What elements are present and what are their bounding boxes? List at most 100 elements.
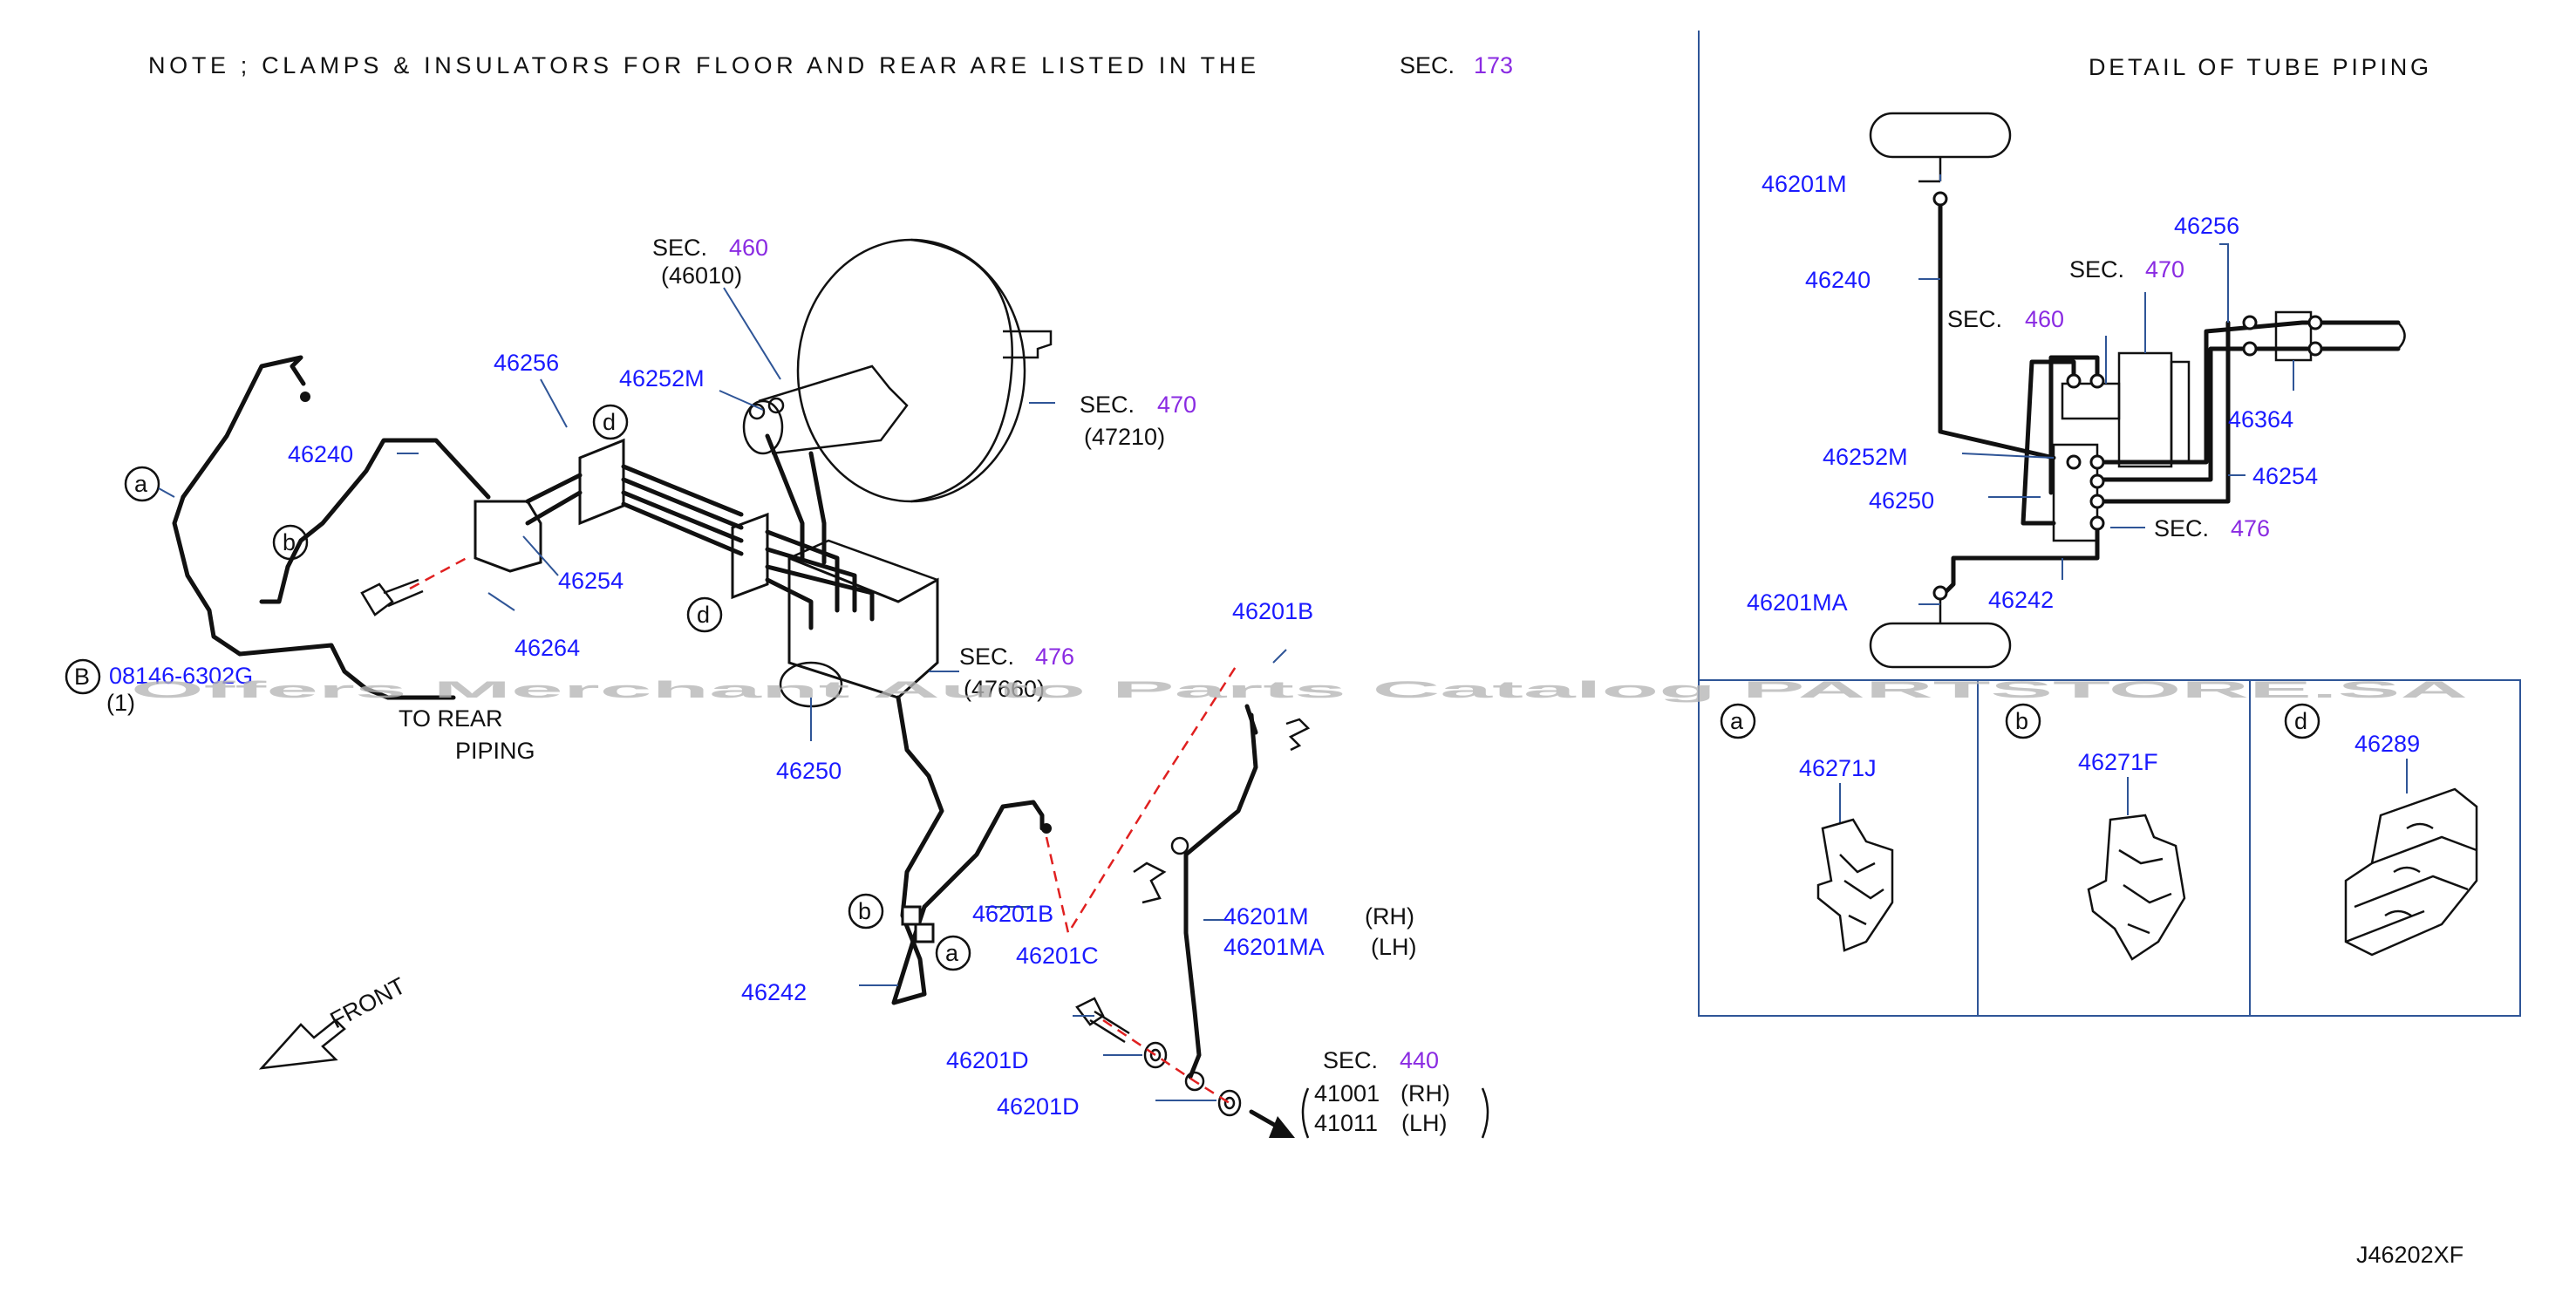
washer-46201D-lower [1217,1089,1242,1117]
svg-text:d: d [2294,708,2307,734]
bracket-right [1481,1087,1489,1139]
detail-label-46364[interactable]: 46364 [2228,406,2293,432]
detail-label-46201MA[interactable]: 46201MA [1747,589,1848,616]
drawing-code: J46202XF [2356,1242,2464,1268]
bolt-46201C [1075,997,1130,1044]
detail-sec-460-prefix: SEC. [1947,306,2002,332]
sec-460-number-main[interactable]: 460 [729,235,768,261]
svg-text:b: b [283,529,296,555]
detail-title: DETAIL OF TUBE PIPING [2089,54,2429,80]
clamp-46289-icon [2344,787,2478,957]
callout-b-2: b [848,893,884,930]
detail-sec-476-number[interactable]: 476 [2231,515,2270,541]
inset-b-part[interactable]: 46271F [2078,749,2158,775]
note-sec-prefix: SEC. [1400,52,1455,78]
label-46264-main[interactable]: 46264 [515,635,580,661]
bolt-08146 [360,578,424,616]
label-to-rear-1: TO REAR [399,705,503,732]
svg-text:a: a [945,940,959,966]
detail-label-46252M[interactable]: 46252M [1823,444,1908,470]
label-46256-main[interactable]: 46256 [494,350,559,376]
detail-label-46256[interactable]: 46256 [2174,213,2239,239]
detail-label-46254[interactable]: 46254 [2252,463,2318,489]
sec-440-number[interactable]: 440 [1400,1047,1439,1073]
detail-sec-476-prefix: SEC. [2154,515,2209,541]
sec-476-prefix-main: SEC. [959,644,1014,670]
sec-460-prefix-main: SEC. [652,235,707,261]
detail-sec-460-number[interactable]: 460 [2025,306,2064,332]
label-46201M-main[interactable]: 46201M [1223,903,1309,930]
svg-text:a: a [1730,708,1744,734]
label-lh-2: (LH) [1401,1110,1448,1136]
label-front: FRONT [326,972,410,1033]
sec-470-sub-main: (47210) [1084,424,1165,450]
label-46250-main[interactable]: 46250 [776,758,842,784]
brake-hose [1183,712,1258,1079]
svg-text:b: b [2015,708,2028,734]
detail-label-46250[interactable]: 46250 [1869,487,1934,514]
label-bolt-qty: (1) [106,690,135,716]
bracket-left [1301,1087,1310,1139]
sec-476-number-main[interactable]: 476 [1035,644,1074,670]
label-41001[interactable]: 41001 [1314,1080,1380,1107]
label-46254-main[interactable]: 46254 [558,568,624,594]
master-cylinder [758,364,909,455]
label-to-rear-2: PIPING [455,738,535,764]
sec-470-number-main[interactable]: 470 [1157,392,1196,418]
callout-B-bolt: B [65,658,101,695]
sec-470-prefix-main: SEC. [1080,392,1135,418]
label-46240-main[interactable]: 46240 [288,441,353,467]
front-arrow-icon [258,1018,346,1070]
detail-schematic [1869,112,2406,669]
callout-a-2: a [935,935,971,971]
label-46201B-top[interactable]: 46201B [1232,598,1313,624]
label-rh-1: (RH) [1365,903,1414,930]
detail-label-46240[interactable]: 46240 [1805,267,1871,293]
inset-b: b 46271F [2005,703,2186,961]
watermark-text: Offers Merchant Auto Parts Catalog PARTS… [131,677,2468,703]
svg-text:d: d [697,602,710,628]
label-46201D-lower[interactable]: 46201D [997,1093,1080,1120]
note-text: NOTE ; CLAMPS & INSULATORS FOR FLOOR AND… [148,52,1256,78]
svg-text:B: B [74,664,90,690]
main-illustration [172,238,1311,1138]
label-bolt-code[interactable]: 08146-6302G [109,663,253,689]
label-46201MA-main[interactable]: 46201MA [1223,934,1325,960]
callout-a-1: a [124,466,175,502]
inset-d: d 46289 [2284,703,2478,957]
washer-46201D-upper [1143,1041,1168,1069]
label-41011[interactable]: 41011 [1314,1110,1378,1136]
clip-46271J-icon [1816,818,1894,952]
sec-460-sub-main: (46010) [661,262,742,289]
inset-d-part[interactable]: 46289 [2355,731,2420,757]
svg-text:a: a [134,471,148,497]
label-46201C[interactable]: 46201C [1016,943,1099,969]
detail-sec-470-prefix: SEC. [2069,256,2124,283]
callout-d-1: d [592,404,629,440]
inset-a-part[interactable]: 46271J [1799,755,1877,781]
callout-b-1: b [272,524,309,561]
label-46201B-bottom[interactable]: 46201B [972,901,1053,927]
detail-label-46242[interactable]: 46242 [1988,587,2054,613]
svg-text:b: b [858,898,871,924]
clip-46271F-icon [2087,814,2186,961]
label-lh-1: (LH) [1371,934,1417,960]
label-46242-main[interactable]: 46242 [741,979,807,1005]
detail-sec-470-number[interactable]: 470 [2145,256,2184,283]
detail-label-46201M[interactable]: 46201M [1762,171,1847,197]
detail-leader-lines [1918,174,2294,605]
svg-text:d: d [603,409,616,435]
abs-actuator [787,555,939,699]
inset-a: a 46271J [1720,703,1894,952]
sec-440-prefix: SEC. [1323,1047,1378,1073]
callout-d-2: d [686,596,723,633]
clamp-d-upper [578,438,625,526]
label-46252M-main[interactable]: 46252M [619,365,705,392]
note-sec-number[interactable]: 173 [1474,52,1513,78]
label-46201D-upper[interactable]: 46201D [946,1047,1029,1073]
label-rh-2: (RH) [1400,1080,1450,1107]
sec-476-sub-main: (47660) [964,676,1045,702]
main-leader-lines [397,287,1287,1101]
inset-panels [1698,679,2521,1017]
